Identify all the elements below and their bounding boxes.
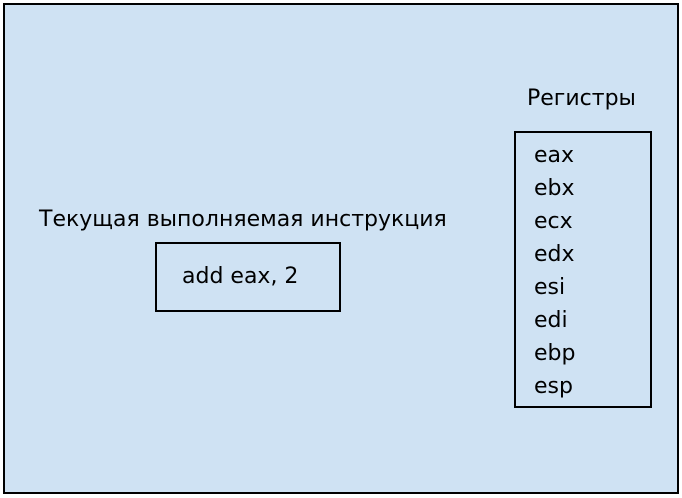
register-esp: esp xyxy=(534,374,573,399)
registers-caption: Регистры xyxy=(527,86,636,111)
register-edi: edi xyxy=(534,308,568,333)
current-instruction-caption: Текущая выполняемая инструкция xyxy=(39,207,447,232)
register-ebp: ebp xyxy=(534,341,576,366)
register-esi: esi xyxy=(534,275,566,300)
register-eax: eax xyxy=(534,143,575,168)
current-instruction-box: add eax, 2 xyxy=(155,242,341,312)
registers-box: eax ebx ecx edx esi edi ebp esp xyxy=(514,131,652,408)
register-ecx: ecx xyxy=(534,209,573,234)
register-ebx: ebx xyxy=(534,176,575,201)
register-edx: edx xyxy=(534,242,575,267)
registers-list: eax ebx ecx edx esi edi ebp esp xyxy=(534,139,575,403)
current-instruction-value: add eax, 2 xyxy=(182,264,299,289)
diagram-panel: Текущая выполняемая инструкция add eax, … xyxy=(3,3,679,494)
